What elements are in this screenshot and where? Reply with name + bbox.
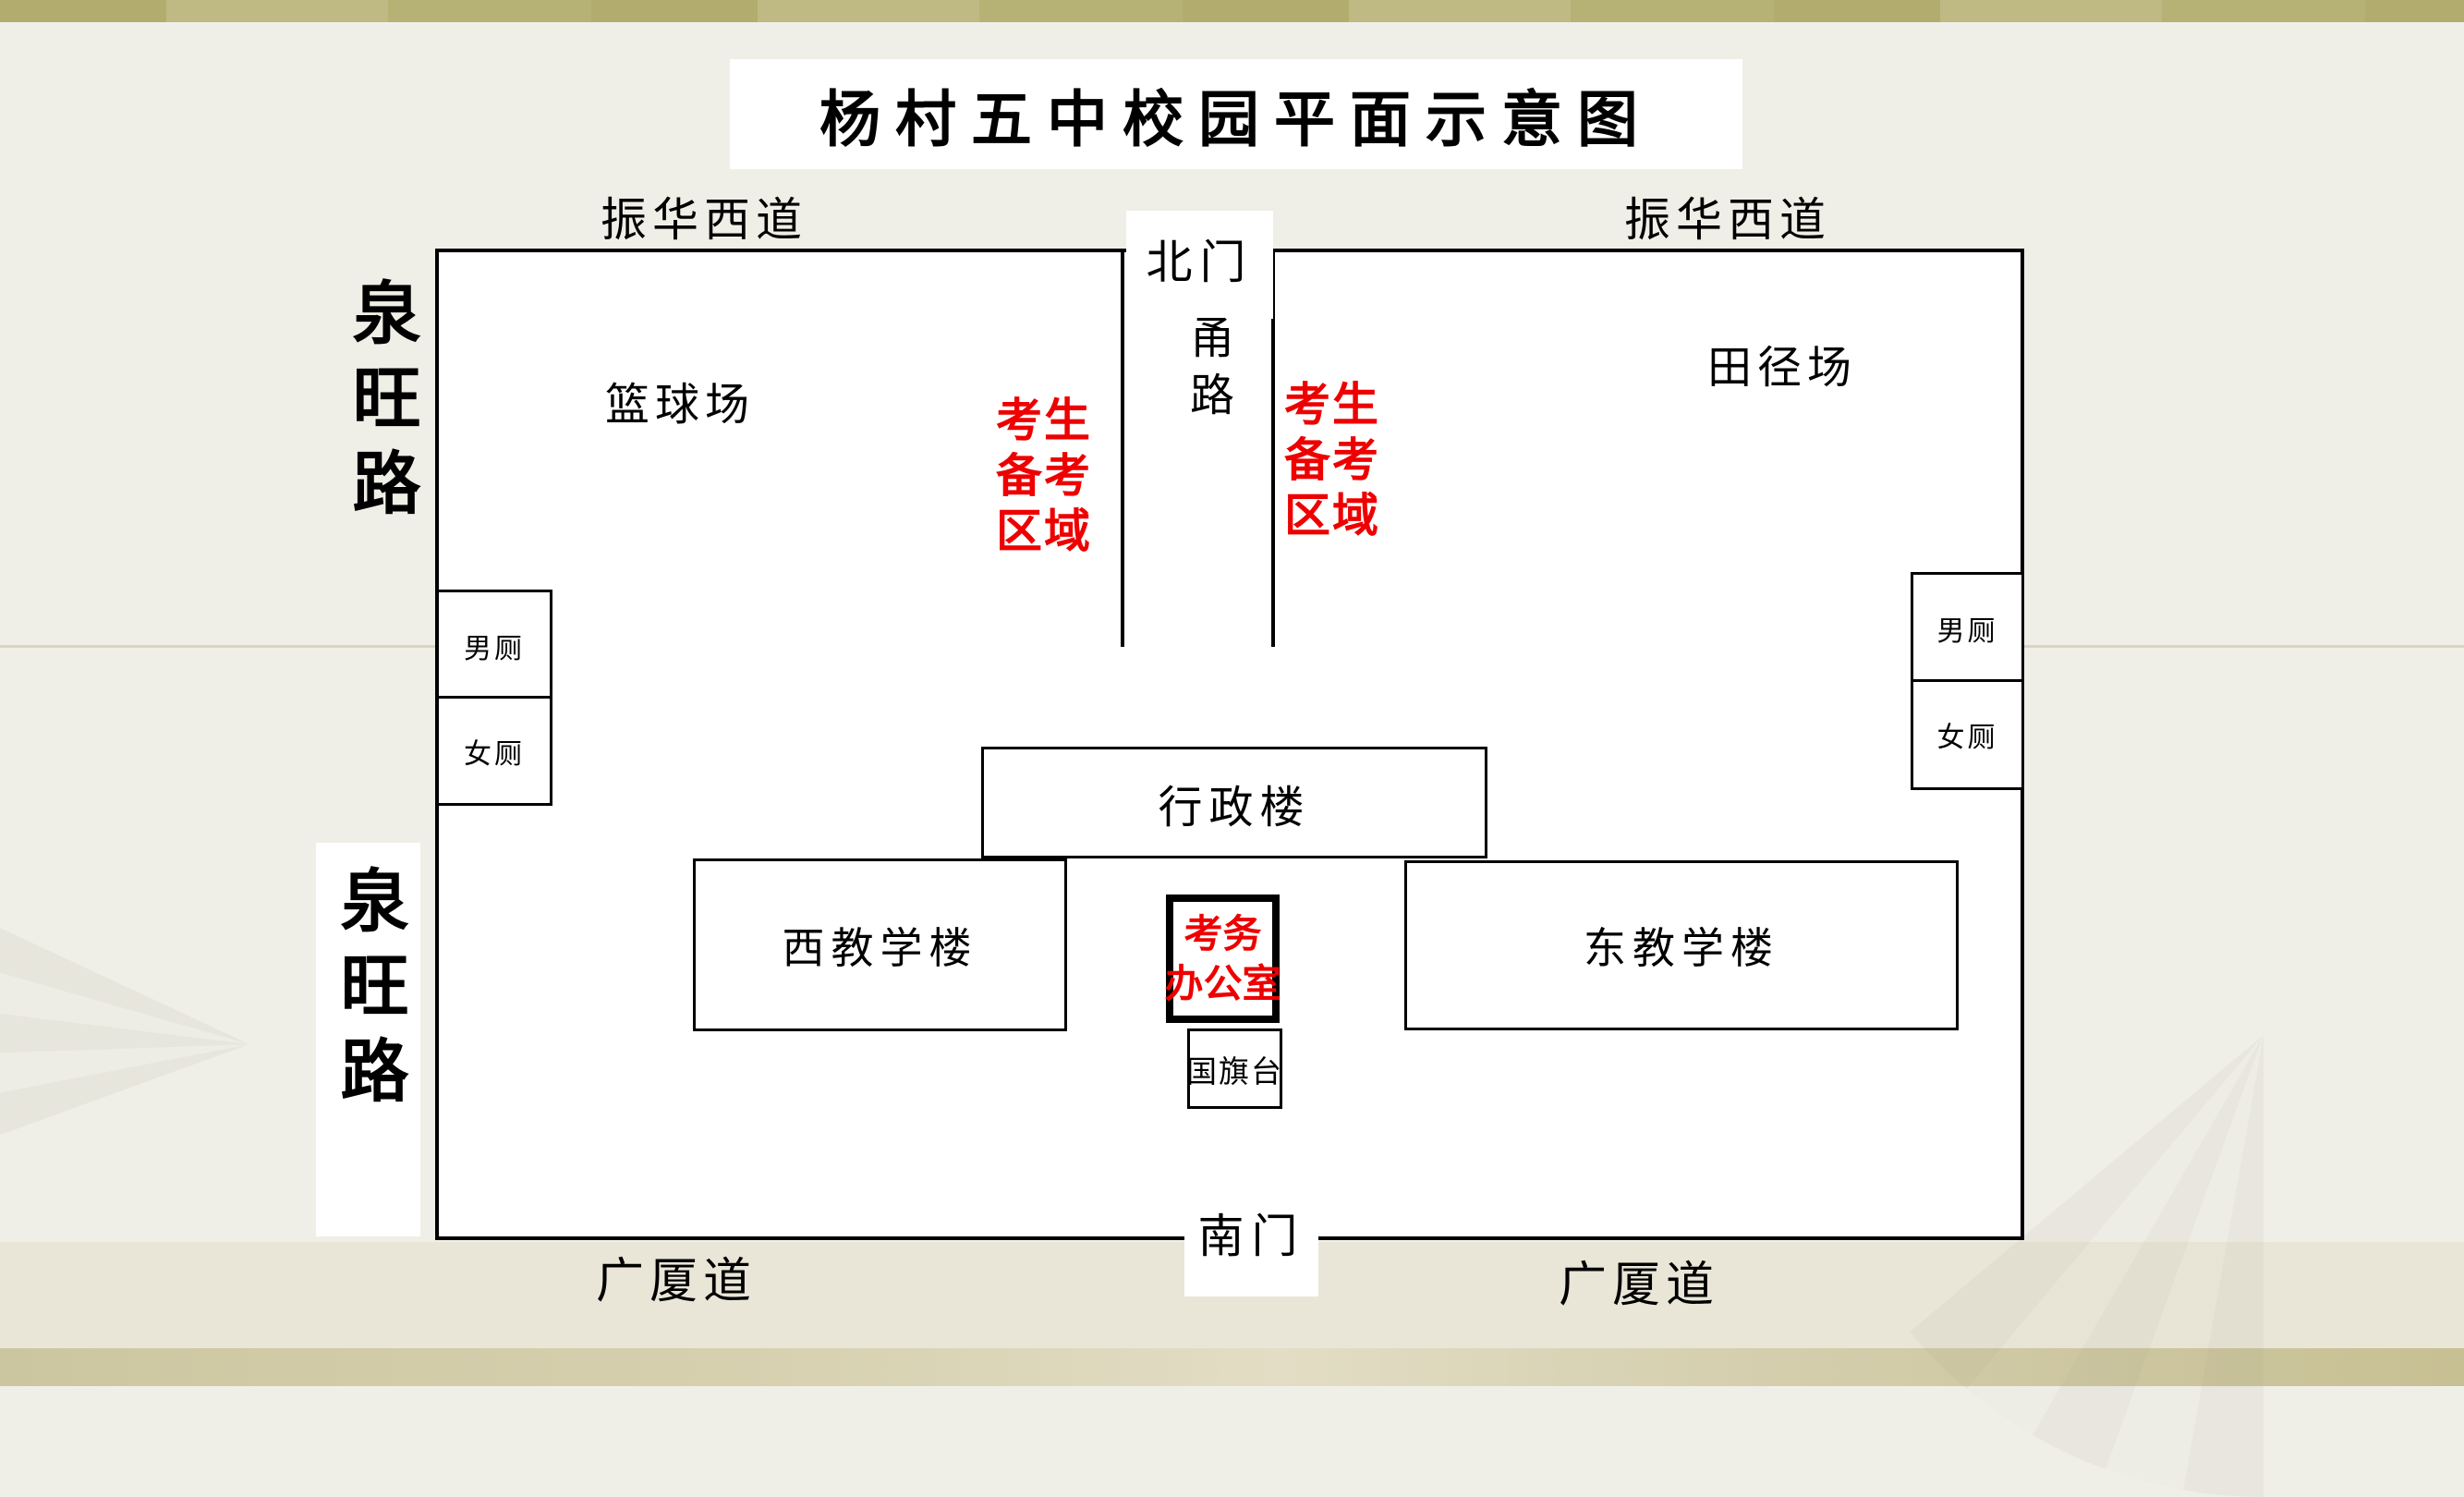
exam-office-box: 考务 办公室: [1164, 895, 1281, 1023]
road-label-zhenhua-west-left: 振华西道: [601, 194, 807, 246]
toilet-block-left: 男厕 女厕: [436, 590, 552, 806]
bottom-border-band: [0, 1348, 2464, 1386]
flag-platform-label: 国旗台: [1186, 1055, 1283, 1089]
south-gate-label: 南门: [1197, 1211, 1305, 1262]
exam-office-label-line1: 考务: [1183, 911, 1262, 955]
flag-platform-box: 国旗台: [1186, 1028, 1283, 1109]
toilet-left-male: 男厕: [439, 592, 550, 699]
toilet-left-female-label: 女厕: [464, 738, 525, 770]
west-teaching-building-label: 西教学楼: [782, 924, 978, 972]
north-gate-label: 北门: [1146, 237, 1254, 288]
exam-prep-zone-left: 考生 备考 区域: [996, 393, 1092, 559]
exam-prep-zone-left-line3: 区域: [996, 505, 1092, 557]
exam-prep-zone-right-line2: 备考: [1284, 434, 1380, 486]
toilet-left-male-label: 男厕: [464, 633, 525, 664]
road-label-guangsha-right: 广厦道: [1559, 1260, 1720, 1312]
exam-prep-zone-left-line2: 备考: [996, 450, 1092, 502]
exam-prep-zone-right-line3: 区域: [1284, 490, 1380, 542]
inner-path-label: 甬路: [1183, 314, 1232, 429]
quanwang-lower-box: 泉旺路: [316, 843, 420, 1236]
basketball-court-label: 篮球场: [605, 381, 756, 430]
east-teaching-building: 东教学楼: [1404, 860, 1959, 1030]
toilet-block-right: 男厕 女厕: [1911, 572, 2024, 790]
toilet-right-male: 男厕: [1913, 575, 2021, 682]
track-field-label: 田径场: [1707, 344, 1858, 393]
admin-building: 行政楼: [981, 747, 1487, 858]
exam-prep-zone-left-line1: 考生: [996, 395, 1092, 446]
top-border-band: [0, 0, 2464, 22]
east-teaching-building-label: 东教学楼: [1584, 925, 1779, 972]
road-label-zhenhua-west-right: 振华西道: [1624, 194, 1831, 246]
corridor-line-right: [1271, 250, 1275, 647]
toilet-right-female-label: 女厕: [1936, 723, 1998, 753]
west-teaching-building: 西教学楼: [693, 858, 1067, 1031]
toilet-right-female: 女厕: [1913, 682, 2021, 787]
toilet-left-female: 女厕: [439, 699, 550, 803]
south-gate-box: 南门: [1184, 1190, 1318, 1296]
title-box: 杨村五中校园平面示意图: [730, 59, 1742, 169]
road-label-quanwang-upper: 泉旺路: [342, 277, 418, 532]
road-label-quanwang-lower: 泉旺路: [330, 865, 406, 1120]
corridor-line-left: [1121, 250, 1124, 647]
road-label-guangsha-left: 广厦道: [596, 1256, 758, 1308]
exam-office-label-line2: 办公室: [1164, 961, 1281, 1005]
toilet-right-divider: [1913, 679, 2021, 682]
exam-prep-zone-right-line1: 考生: [1284, 379, 1380, 431]
exam-prep-zone-right: 考生 备考 区域: [1284, 377, 1380, 543]
toilet-right-male-label: 男厕: [1936, 616, 1998, 647]
north-gate-box: 北门: [1126, 211, 1273, 319]
page-title: 杨村五中校园平面示意图: [819, 84, 1653, 153]
admin-building-label: 行政楼: [1158, 783, 1311, 833]
toilet-left-divider: [439, 696, 550, 699]
